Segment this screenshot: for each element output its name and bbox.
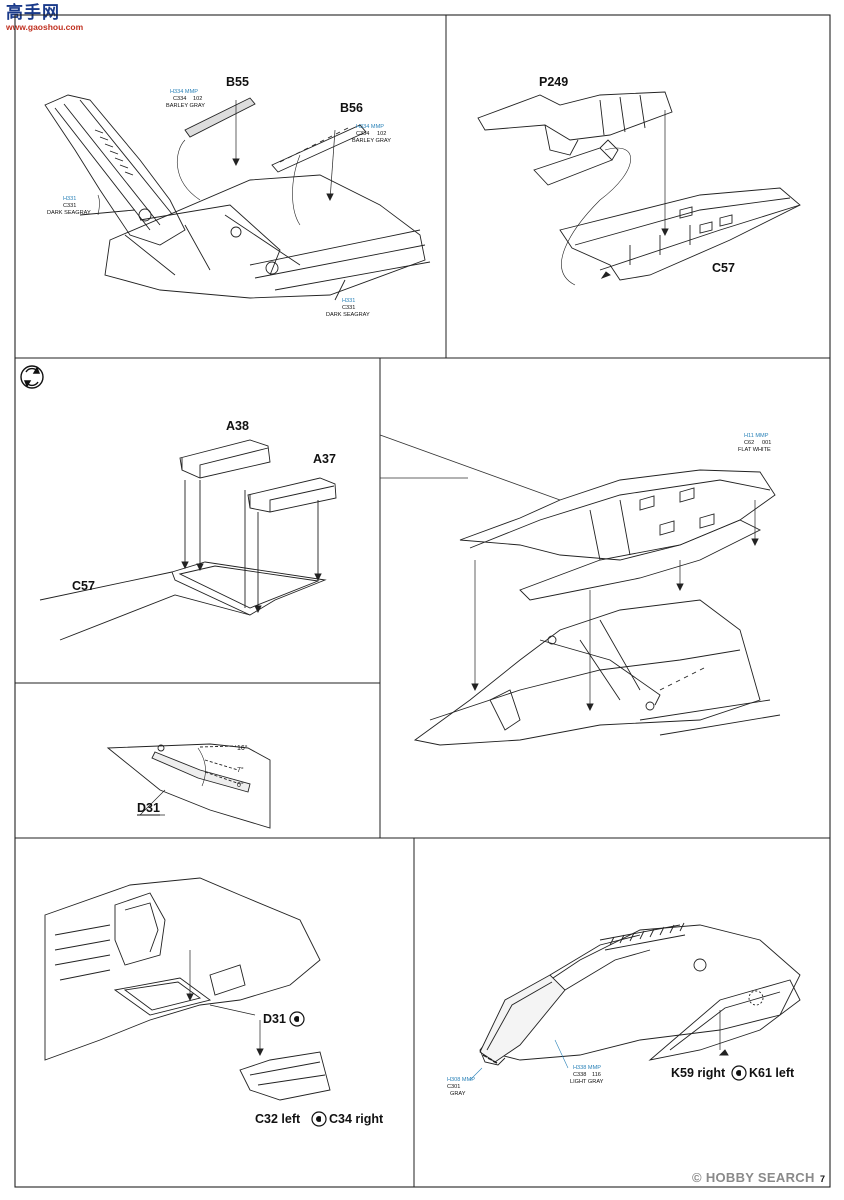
watermark-bottom-text: HOBBY SEARCH	[705, 1170, 815, 1185]
part-label-c34-right: C34 right	[329, 1112, 384, 1126]
callout-leaders-panel7	[469, 1039, 569, 1081]
panel-7-drawing	[479, 922, 801, 1066]
svg-text:H11 MMP: H11 MMP	[744, 433, 769, 439]
svg-text:BARLEY GRAY: BARLEY GRAY	[166, 103, 205, 109]
copyright-icon: ©	[692, 1170, 702, 1185]
svg-text:H308 MMP: H308 MMP	[447, 1077, 475, 1083]
color-callout-flat-white: H11 MMP C62 001 FLAT WHITE	[738, 433, 771, 453]
part-label-k59-right: K59 right	[671, 1066, 726, 1080]
svg-text:H338 MMP: H338 MMP	[573, 1065, 601, 1071]
svg-text:H334 MMP: H334 MMP	[170, 89, 198, 95]
svg-text:102: 102	[377, 131, 386, 137]
svg-text:116: 116	[592, 1072, 601, 1078]
svg-text:GRAY: GRAY	[450, 1091, 466, 1097]
part-label-a37: A37	[313, 452, 336, 466]
svg-text:C334: C334	[173, 96, 186, 102]
watermark-bottom: © HOBBY SEARCH	[692, 1170, 838, 1190]
outer-frame	[14, 14, 831, 1188]
part-label-k61-left: K61 left	[749, 1066, 795, 1080]
watermark-top: 高手网 www.gaoshou.com	[6, 3, 84, 38]
watermark-hanzi: 高手网	[6, 3, 60, 23]
svg-text:DARK SEAGRAY: DARK SEAGRAY	[47, 210, 91, 216]
svg-text:C331: C331	[63, 203, 76, 209]
mirror-icon-d31	[289, 1011, 305, 1027]
color-callout-b56: H334 MMP C334 102 BARLEY GRAY	[352, 124, 391, 144]
angle-16: 16°	[237, 744, 248, 752]
part-label-d31-lower: D31	[263, 1012, 286, 1026]
part-label-c57-top: C57	[712, 261, 735, 275]
color-callout-b55: H334 MMP C334 102 BARLEY GRAY	[166, 89, 205, 109]
watermark-url: www.gaoshou.com	[6, 22, 84, 32]
color-callout-left-seagray: H331 C331 DARK SEAGRAY	[47, 196, 91, 216]
zoom-line-1	[379, 434, 561, 501]
panel-4-drawing	[106, 743, 271, 829]
panel-6-drawing	[44, 877, 331, 1101]
panel-5-drawing	[413, 469, 781, 746]
panel-2-drawing	[477, 91, 801, 286]
svg-text:C331: C331	[342, 305, 355, 311]
part-label-b56: B56	[340, 101, 363, 115]
svg-text:102: 102	[193, 96, 202, 102]
svg-text:C301: C301	[447, 1084, 460, 1090]
part-label-d31-angle: D31	[137, 801, 160, 815]
svg-text:H331: H331	[342, 298, 355, 304]
rotate-arrows-icon	[20, 365, 44, 389]
panel-3-drawing	[39, 439, 337, 641]
part-label-b55: B55	[226, 75, 249, 89]
part-label-p249: P249	[539, 75, 568, 89]
color-callout-light-gray: H338 MMP C338 116 LIGHT GRAY	[570, 1065, 604, 1085]
part-label-a38: A38	[226, 419, 249, 433]
color-callout-bottom-seagray: H331 C331 DARK SEAGRAY	[326, 298, 370, 318]
svg-text:H334 MMP: H334 MMP	[356, 124, 384, 130]
color-callout-gray: H308 MMP C301 GRAY	[447, 1077, 475, 1097]
part-label-c32-left: C32 left	[255, 1112, 301, 1126]
panel-1-drawing	[44, 94, 431, 301]
page-number: 7	[820, 1174, 825, 1184]
svg-text:DARK SEAGRAY: DARK SEAGRAY	[326, 312, 370, 318]
svg-text:FLAT WHITE: FLAT WHITE	[738, 447, 771, 453]
part-label-c57-mid: C57	[72, 579, 95, 593]
angle-7: 7°	[237, 766, 244, 774]
svg-text:LIGHT GRAY: LIGHT GRAY	[570, 1079, 604, 1085]
svg-text:001: 001	[762, 440, 771, 446]
angle-0: 0°	[237, 781, 244, 789]
svg-text:H331: H331	[63, 196, 76, 202]
svg-text:C338: C338	[573, 1072, 586, 1078]
svg-text:BARLEY GRAY: BARLEY GRAY	[352, 138, 391, 144]
svg-text:C334: C334	[356, 131, 369, 137]
mirror-icon-c32-c34	[311, 1111, 327, 1127]
svg-text:C62: C62	[744, 440, 754, 446]
mirror-icon-k59-k61	[731, 1065, 747, 1081]
